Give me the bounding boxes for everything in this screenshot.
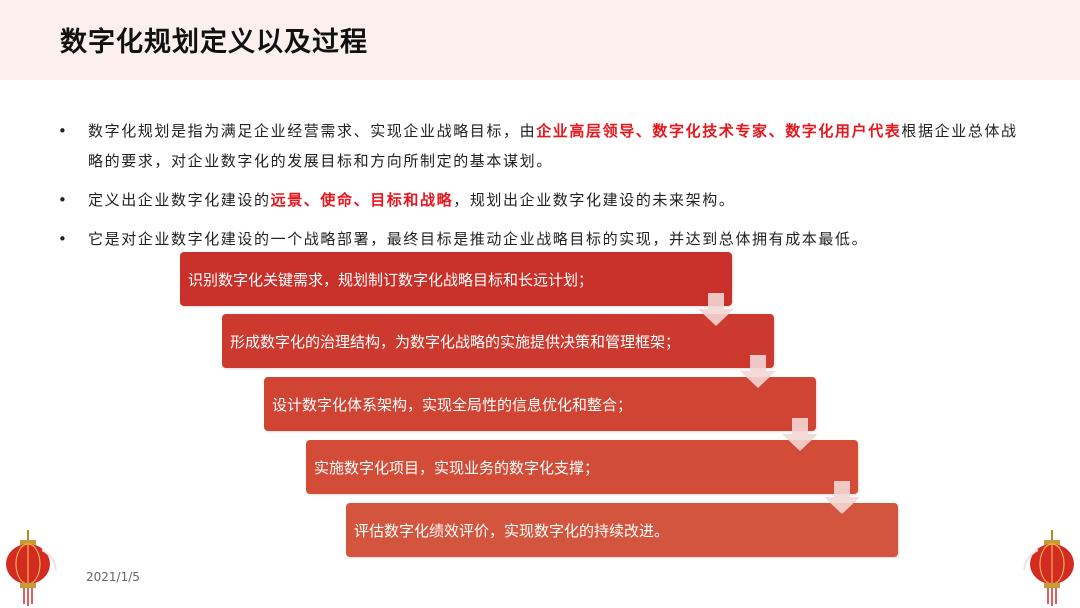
- step-label: 识别数字化关键需求，规划制订数字化战略目标和长远计划；: [188, 270, 594, 289]
- bullet-list: • 数字化规划是指为满足企业经营需求、实现企业战略目标，由企业高层领导、数字化技…: [58, 116, 1018, 254]
- bullet-dot: •: [58, 122, 69, 140]
- lantern-icon: [1023, 530, 1074, 606]
- bullet-text: 它是对企业数字化建设的一个战略部署，最终目标是推动企业战略目标的实现，并达到总体…: [88, 230, 869, 248]
- process-step-3: 设计数字化体系架构，实现全局性的信息优化和整合；: [264, 377, 816, 431]
- process-step-1: 识别数字化关键需求，规划制订数字化战略目标和长远计划；: [180, 252, 732, 306]
- down-arrow-icon: [782, 418, 818, 451]
- step-label: 评估数字化绩效评价，实现数字化的持续改进。: [354, 521, 670, 540]
- header-band: [0, 0, 1080, 80]
- bullet-text: 根据企业总体战略的要求，对企业数字化的发展目标和方向所制定的基本谋划。: [88, 122, 1018, 170]
- step-label: 形成数字化的治理结构，为数字化战略的实施提供决策和管理框架；: [230, 332, 681, 351]
- process-step-2: 形成数字化的治理结构，为数字化战略的实施提供决策和管理框架；: [222, 314, 774, 368]
- step-label: 设计数字化体系架构，实现全局性的信息优化和整合；: [272, 395, 633, 414]
- bullet-highlight: 企业高层领导、数字化技术专家、数字化用户代表: [536, 122, 902, 140]
- bullet-text: ，规划出企业数字化建设的未来架构。: [453, 191, 736, 209]
- step-label: 实施数字化项目，实现业务的数字化支撑；: [314, 458, 600, 477]
- down-arrow-icon: [698, 293, 734, 326]
- process-step-4: 实施数字化项目，实现业务的数字化支撑；: [306, 440, 858, 494]
- bullet-dot: •: [58, 191, 69, 209]
- process-step-5: 评估数字化绩效评价，实现数字化的持续改进。: [346, 503, 898, 557]
- page-title: 数字化规划定义以及过程: [60, 27, 368, 58]
- bullet-text: 数字化规划是指为满足企业经营需求、实现企业战略目标，由: [88, 122, 537, 140]
- down-arrow-icon: [824, 481, 860, 514]
- bullet-item-3: • 它是对企业数字化建设的一个战略部署，最终目标是推动企业战略目标的实现，并达到…: [58, 224, 1018, 254]
- slide-date: 2021/1/5: [86, 570, 140, 584]
- bullet-text: 定义出企业数字化建设的: [88, 191, 271, 209]
- bullet-dot: •: [58, 230, 69, 248]
- bullet-item-1: • 数字化规划是指为满足企业经营需求、实现企业战略目标，由企业高层领导、数字化技…: [58, 116, 1018, 176]
- bullet-highlight: 远景、使命、目标和战略: [270, 191, 454, 209]
- down-arrow-icon: [740, 355, 776, 388]
- bullet-item-2: • 定义出企业数字化建设的远景、使命、目标和战略，规划出企业数字化建设的未来架构…: [58, 185, 1018, 215]
- lantern-icon: [6, 530, 57, 606]
